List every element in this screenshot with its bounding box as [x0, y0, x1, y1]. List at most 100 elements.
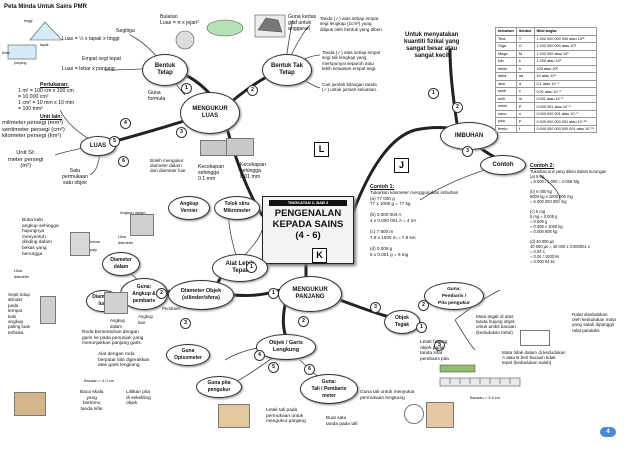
prefix-cell: deka: [495, 72, 517, 81]
label-tinggi: tinggi: [24, 19, 33, 23]
empat-segi-formula: Luas = lebar x panjang: [62, 66, 115, 72]
node-guna-pembaris: Guna: Pembaris / Pita pengukur: [424, 282, 484, 310]
sepit-tutup-text: Sepit tutup silinder pada tempat kaki an…: [8, 292, 30, 335]
node-diameter-objek: Diameter Objek (silinder/sfera): [168, 280, 234, 310]
page-title: Peta Minda Untuk Sains PMR: [4, 4, 88, 10]
kecekapan-mikrometer-text: Kecekapan sehingga 0.01 mm: [240, 162, 266, 180]
prefix-cell: da: [515, 72, 535, 81]
central-topic: TINGKATAN 2, BAB 3 PENGENALAN KEPADA SAI…: [262, 196, 354, 264]
num-badge: 1: [428, 88, 439, 99]
prefix-cell: 0.001 atau 10⁻³: [533, 94, 598, 103]
num-badge: 3: [462, 146, 473, 157]
label-lebar: lebar: [2, 51, 10, 55]
unit-lain-text: milimeter persegi (mm²) sentimeter perse…: [2, 120, 65, 140]
prefix-cell: 0.000 000 000 000 001 atau 10⁻¹⁵: [533, 124, 598, 133]
num-badge: 2: [247, 85, 258, 96]
num-badge: 5: [268, 362, 279, 373]
num-badge: 5: [109, 136, 120, 147]
angkup-dalam-label: Angkup dalam: [120, 210, 146, 215]
col-header: Imbuhan: [495, 27, 517, 36]
baca-skala-text: Baca skala yang bertemu tanda sifar: [80, 390, 104, 412]
letter-k: K: [312, 248, 327, 263]
bacaan-2-label: Bacaan = 3.6 cm: [470, 395, 501, 400]
prefix-cell: 0.000 000 001 atau 10⁻⁹: [533, 109, 598, 118]
label-tapak: tapak: [40, 43, 49, 47]
num-badge: 6: [118, 156, 129, 167]
node-diameter-dalam: Diameter dalam: [102, 252, 140, 276]
angkup-luar-picture: [104, 292, 128, 314]
buka-kaki-text: Buka kaki angkup sehingga hujungnya meny…: [22, 218, 59, 257]
node-tolok-skru: Tolok skru Mikrometer: [214, 196, 260, 220]
angkup-luar-label: Angkup luar: [138, 314, 153, 325]
prefix-cell: femto: [495, 124, 517, 133]
letak-hujung-text: Letak hujung objek pada tanda sifar pemb…: [420, 340, 449, 362]
satu-permukaan-text: Satu permukaan satu objek: [62, 168, 88, 186]
cari-jumlah-text: Cari jumlah bilangan tanda (✓) untuk jum…: [322, 82, 378, 93]
prefix-cell: Tera: [495, 34, 517, 43]
prefix-cell: m: [515, 94, 535, 103]
num-badge: 2: [298, 316, 309, 327]
node-guna-opisometer: Guna Opisometer: [166, 344, 210, 366]
kertas-graf-text: Guna kertas graf untuk anggaran: [288, 14, 317, 32]
bacaan-tali-picture: [14, 392, 46, 416]
prefix-cell: Mega: [495, 49, 517, 58]
tanda-2-text: Tanda (✓) atas setiap empat segi tak len…: [322, 50, 381, 72]
contoh-1-text: Tukarkan kilometer menggunakan imbuhan (…: [370, 190, 459, 257]
pembaris-label: Pembaris: [162, 306, 181, 311]
ukur-diameter-label: Ukur diameter: [118, 234, 134, 245]
chapter-tag: TINGKATAN 2, BAB 3: [269, 200, 347, 206]
prefix-cell: c: [515, 87, 535, 96]
prefix-cell: k: [515, 57, 535, 66]
prefix-cell: Giga: [495, 42, 517, 51]
vernier-picture: [200, 140, 228, 156]
kecekapan-vernier-text: Kecekapan sehingga 0.1 mm: [198, 164, 224, 182]
letter-l: L: [314, 142, 329, 157]
num-badge: 6: [304, 364, 315, 375]
prefix-cell: M: [515, 49, 535, 58]
bacaan-label: Bacaan = 4.0 cm: [84, 378, 115, 383]
letak-tali-text: Letak tali pada permukaan untuk mengukur…: [266, 408, 306, 425]
ukur-diameter-luar-label: Ukur diameter: [14, 268, 30, 279]
num-badge: 2: [156, 288, 167, 299]
prefix-cell: T: [515, 34, 535, 43]
ralat-paralaks-text: Ralat disebabkan oleh kedudukan mata yan…: [572, 312, 616, 333]
prefix-cell: 1 000 000 atau 10⁶: [533, 49, 598, 58]
lilitkan-pita-text: Lilitkan pita di sekeliling objek: [126, 390, 151, 407]
num-badge: 1: [181, 83, 192, 94]
pita-picture: [218, 404, 250, 428]
num-badge: 2: [452, 102, 463, 113]
num-badge: 4: [120, 118, 131, 129]
num-badge: 3: [180, 318, 191, 329]
node-objek-tegak: Objek Tegak: [384, 310, 420, 334]
label-panjang: panjang: [14, 61, 27, 65]
prefix-cell: mikro: [495, 102, 517, 111]
angkup-dalam-short: Angkup dalam: [110, 318, 125, 329]
num-badge: 1: [416, 322, 427, 333]
prefix-cell: p: [515, 117, 535, 126]
prefix-cell: senti: [495, 87, 517, 96]
prefix-cell: 0.000 000 000 001 atau 10⁻¹²: [533, 117, 598, 126]
prefix-cell: n: [515, 109, 535, 118]
node-mengukur-luas: MENGUKUR LUAS: [180, 92, 240, 134]
prefix-cell: 100 atau 10²: [533, 64, 598, 73]
prefix-cell: d: [515, 79, 535, 88]
num-badge: 1: [268, 288, 279, 299]
letter-j: J: [394, 158, 409, 173]
contoh-2-text: Tukarkan unit yang diberi dalam kurungan…: [530, 169, 607, 264]
mata-picture: [520, 330, 550, 346]
guna-formula: Guna formula: [148, 90, 166, 102]
branch-untuk: [448, 48, 460, 132]
silinder-picture: [40, 296, 56, 324]
unit-si-text: Unit SI: meter persegi (m²): [8, 150, 44, 170]
node-guna-pita: Guna pita pengukur: [196, 376, 242, 398]
